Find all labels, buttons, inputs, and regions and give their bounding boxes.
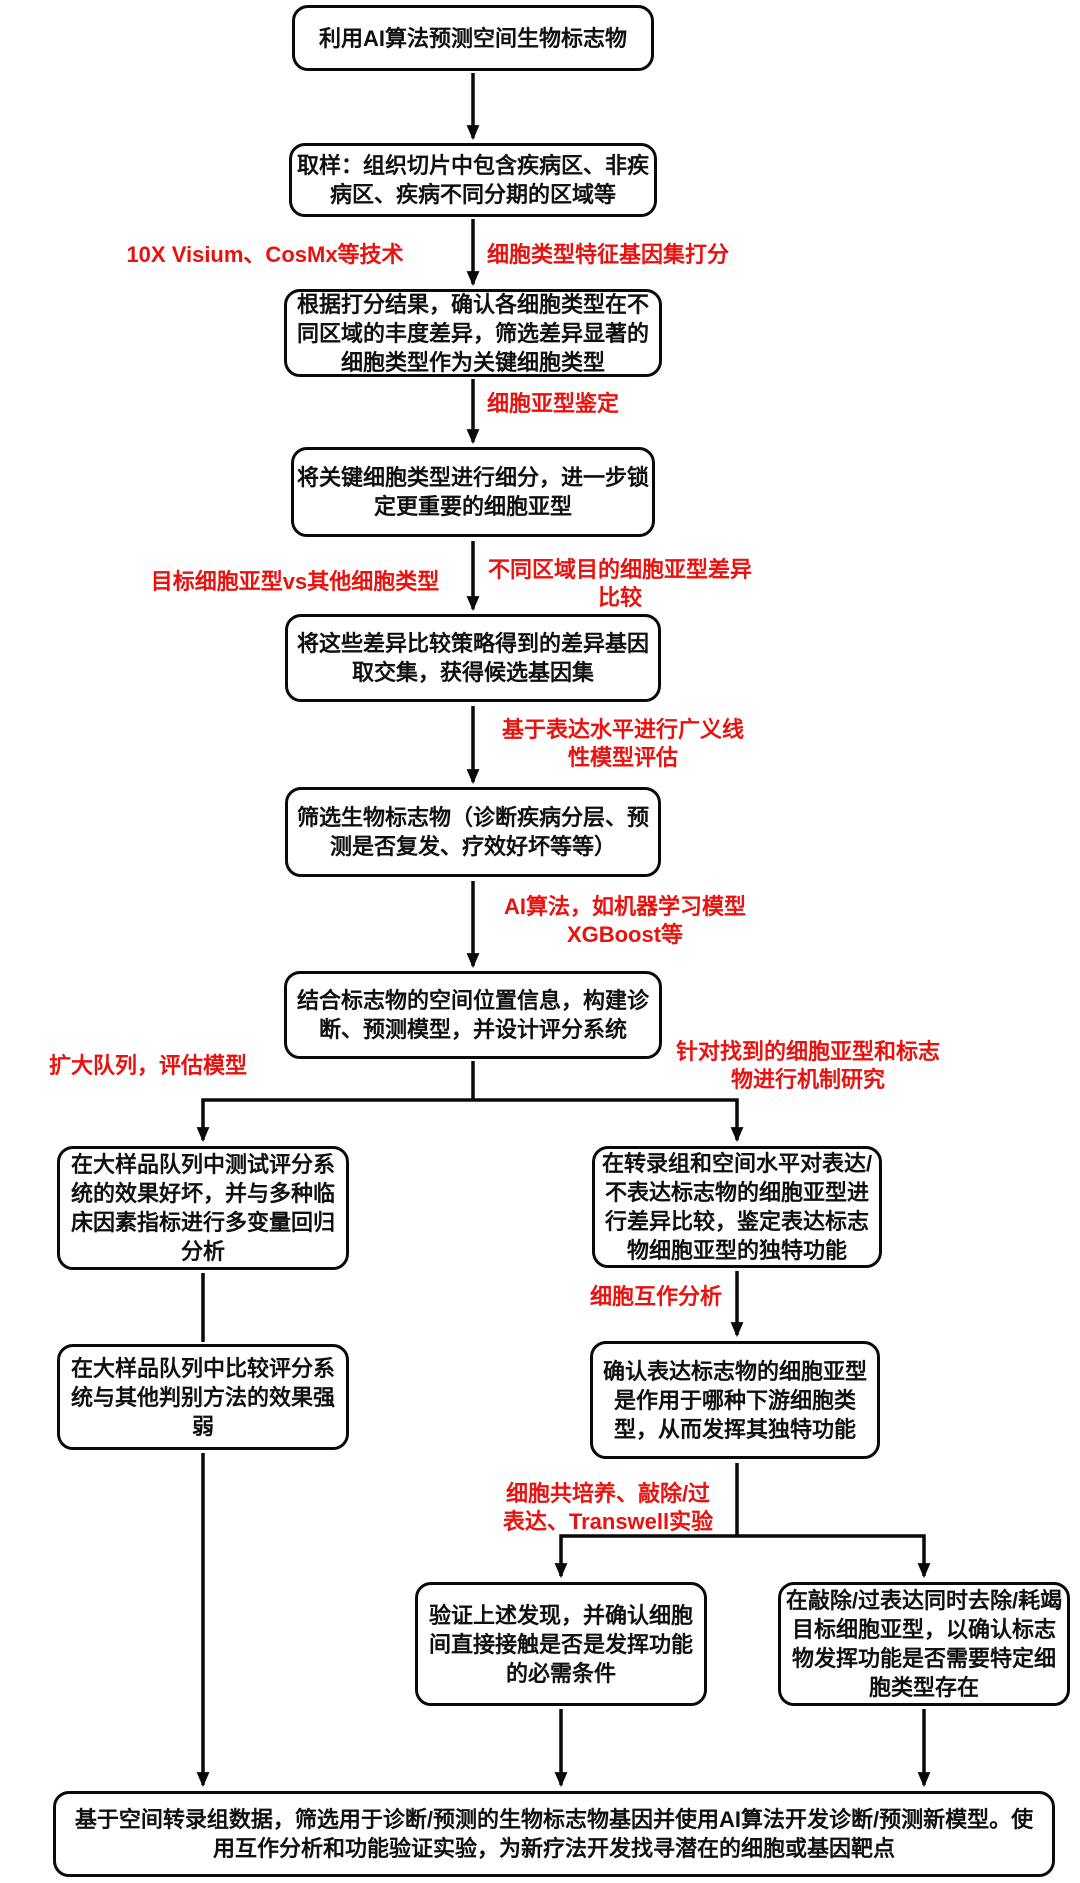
label-ai-algorithm: AI算法，如机器学习模型XGBoost等 bbox=[503, 894, 746, 947]
label-tech-platform: 10X Visium、CosMx等技术 bbox=[126, 242, 404, 267]
node-downstream-confirm: 确认表达标志物的细胞亚型是作用于哪种下游细胞类型，从而发挥其独特功能 bbox=[590, 1341, 880, 1459]
label-subtype-identification: 细胞亚型鉴定 bbox=[487, 391, 620, 416]
node-score-compare: 在大样品队列中比较评分系统与其他判别方法的效果强弱 bbox=[57, 1344, 349, 1450]
node-biomarker-screen: 筛选生物标志物（诊断疾病分层、预测是否复发、疗效好坏等等） bbox=[285, 787, 661, 877]
label-vs-other-celltypes: 目标细胞亚型vs其他细胞类型 bbox=[150, 569, 440, 594]
label-gene-set-scoring: 细胞类型特征基因集打分 bbox=[487, 242, 730, 267]
label-cell-interaction: 细胞互作分析 bbox=[590, 1284, 723, 1309]
node-depletion-validation: 在敲除/过表达同时去除/耗竭目标细胞亚型，以确认标志物发挥功能是否需要特定细胞类… bbox=[778, 1582, 1070, 1706]
node-title: 利用AI算法预测空间生物标志物 bbox=[292, 5, 654, 71]
node-scoring-result: 根据打分结果，确认各细胞类型在不同区域的丰度差异，筛选差异显著的细胞类型作为关键… bbox=[284, 289, 662, 377]
node-summary: 基于空间转录组数据，筛选用于诊断/预测的生物标志物基因并使用AI算法开发诊断/预… bbox=[53, 1791, 1055, 1877]
node-gene-intersection: 将这些差异比较策略得到的差异基因取交集，获得候选基因集 bbox=[285, 614, 661, 702]
node-model-build: 结合标志物的空间位置信息，构建诊断、预测模型，并设计评分系统 bbox=[284, 971, 662, 1059]
label-mechanism-research: 针对找到的细胞亚型和标志物进行机制研究 bbox=[675, 1039, 940, 1092]
label-glm-evaluation: 基于表达水平进行广义线性模型评估 bbox=[501, 717, 744, 770]
node-sampling: 取样：组织切片中包含疾病区、非疾病区、疾病不同分期的区域等 bbox=[289, 143, 657, 217]
node-cohort-test: 在大样品队列中测试评分系统的效果好坏，并与多种临床因素指标进行多变量回归分析 bbox=[57, 1146, 349, 1270]
label-region-subtype-diff: 不同区域目的细胞亚型差异比较 bbox=[487, 557, 752, 610]
node-contact-validation: 验证上述发现，并确认细胞间直接接触是否是发挥功能的必需条件 bbox=[415, 1582, 707, 1706]
node-subtype-refine: 将关键细胞类型进行细分，进一步锁定更重要的细胞亚型 bbox=[291, 447, 655, 537]
label-cohort-expand: 扩大队列，评估模型 bbox=[48, 1053, 247, 1078]
label-coculture-experiments: 细胞共培养、敲除/过表达、Transwell实验 bbox=[502, 1481, 714, 1534]
node-expression-compare: 在转录组和空间水平对表达/不表达标志物的细胞亚型进行差异比较，鉴定表达标志物细胞… bbox=[592, 1146, 882, 1268]
